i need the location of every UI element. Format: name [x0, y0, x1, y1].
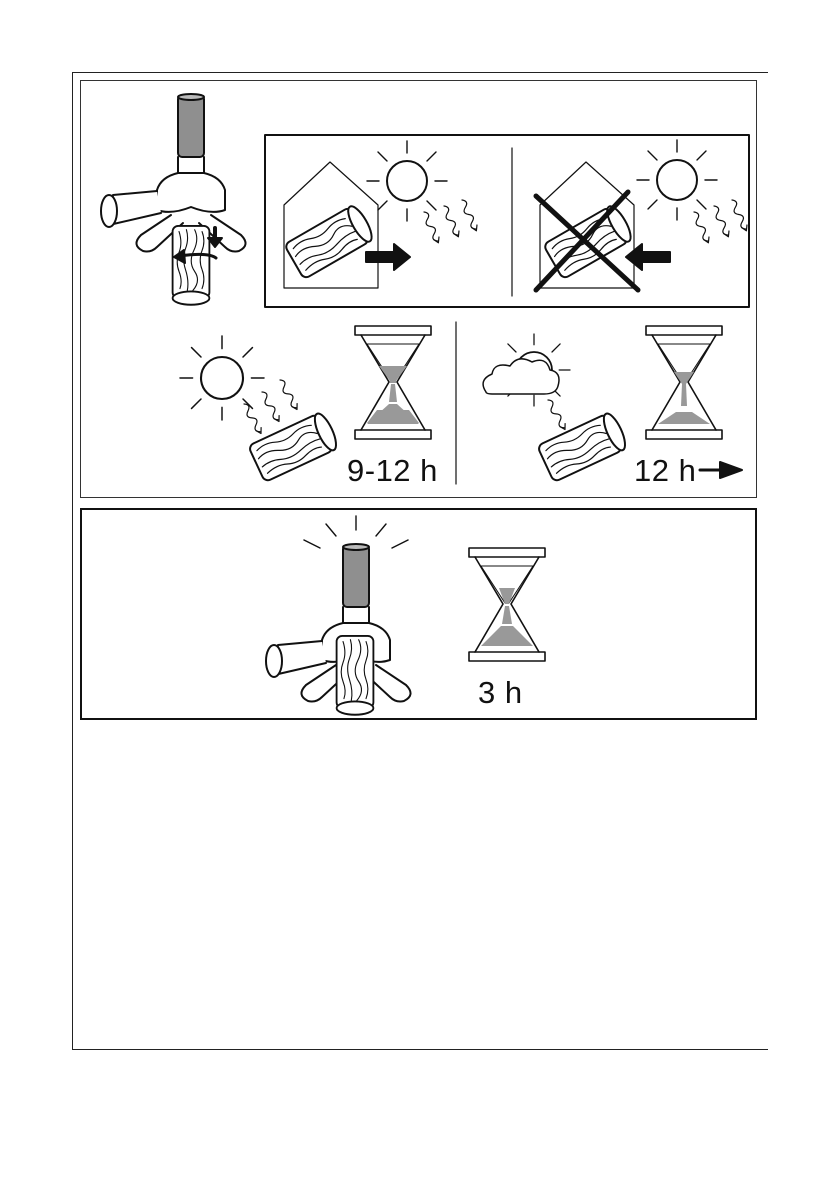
sun-icon — [637, 140, 717, 220]
sun-ray-icon — [421, 199, 479, 244]
right-arrow-icon — [366, 244, 410, 270]
battery-tube-icon — [337, 636, 374, 715]
sun-icon — [180, 336, 264, 420]
light-duration-label: 3 h — [478, 677, 523, 708]
battery-tube-icon — [537, 411, 629, 482]
cloudy-charge-duration-label: 12 h — [634, 455, 696, 486]
cloud-icon — [483, 359, 559, 394]
battery-tube-icon — [284, 203, 376, 279]
left-arrow-icon — [626, 244, 670, 270]
right-arrow-icon — [700, 462, 742, 478]
sun-charge-duration-label: 9-12 h — [347, 455, 438, 486]
sun-ray-icon — [691, 199, 749, 244]
battery-tube-icon — [173, 226, 210, 305]
sun-ray-icon — [545, 399, 567, 431]
sun-icon — [367, 141, 447, 221]
battery-tube-icon — [248, 411, 340, 482]
